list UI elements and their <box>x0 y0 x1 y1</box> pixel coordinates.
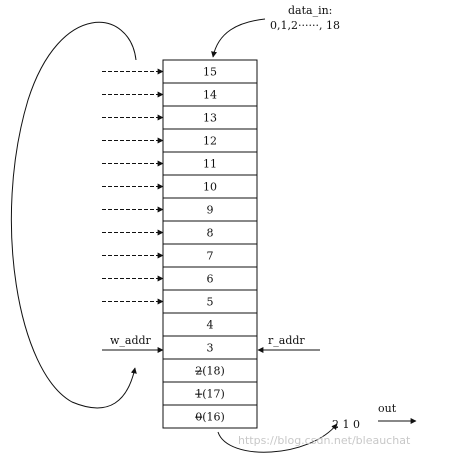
memory-cell-label: 3 <box>207 342 214 355</box>
output-sequence: 2 1 0 <box>332 418 360 431</box>
memory-cell-label: 5 <box>207 296 214 309</box>
struck-digit: 0 <box>195 411 202 424</box>
memory-cell-label: 15 <box>203 66 217 79</box>
memory-cell-label: 13 <box>203 112 217 125</box>
struck-digit: 2 <box>195 365 202 378</box>
memory-cell-label: 1(17) <box>195 388 225 401</box>
data-in-label: data_in: <box>288 4 332 17</box>
replacement-value: (17) <box>202 388 225 401</box>
dashed-write-arrows <box>102 68 164 305</box>
memory-cell-label: 11 <box>203 158 217 171</box>
memory-cell-label: 4 <box>207 319 214 332</box>
read-output-arrow <box>217 423 338 453</box>
w-addr-label: w_addr <box>110 334 152 347</box>
replacement-value: (16) <box>202 411 225 424</box>
memory-cell-label: 8 <box>207 227 214 240</box>
memory-cell-label: 2(18) <box>195 365 225 378</box>
struck-digit: 1 <box>195 388 202 401</box>
data-in-arrow <box>211 18 266 58</box>
watermark: https://blog.csdn.net/bleauchat <box>238 434 411 447</box>
r-addr-label: r_addr <box>268 334 305 347</box>
out-label: out <box>378 402 397 415</box>
memory-cell-label: 12 <box>203 135 217 148</box>
data-in-values: 0,1,2······, 18 <box>270 19 340 32</box>
memory-cell-label: 14 <box>203 89 217 102</box>
replacement-value: (18) <box>202 365 225 378</box>
memory-cell-label: 6 <box>207 273 214 286</box>
memory-cell-label: 10 <box>203 181 217 194</box>
memory-cell-label: 9 <box>207 204 214 217</box>
memory-cell-label: 0(16) <box>195 411 225 424</box>
memory-cell <box>162 404 258 429</box>
memory-cell-label: 7 <box>207 250 214 263</box>
wrap-around-loop-arrow <box>10 21 137 409</box>
